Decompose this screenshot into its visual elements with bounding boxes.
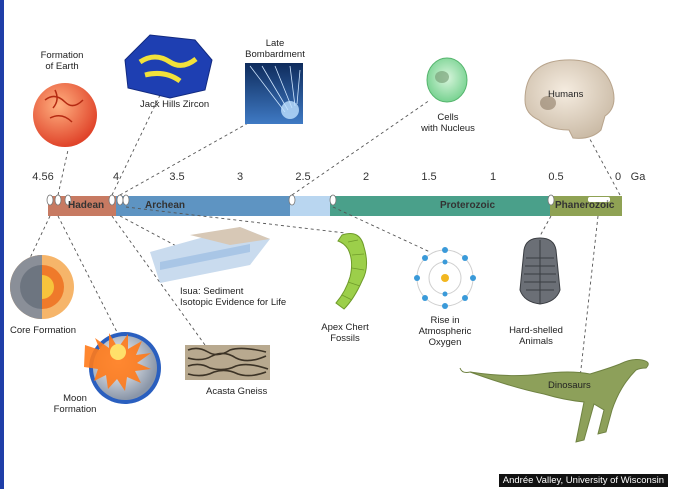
label-formation-of-earth: Formation of Earth <box>40 50 84 72</box>
apex-chert-fossil-image <box>335 233 368 310</box>
label-apex-chert: Apex Chert Fossils <box>321 322 369 344</box>
unit-label: Ga <box>630 171 646 183</box>
era-label-hadean: Hadean <box>68 200 105 211</box>
oxygen-atom-image <box>414 247 476 309</box>
formation-of-earth-image <box>33 83 97 147</box>
label-humans: Humans <box>548 89 584 100</box>
tick-label: 0.5 <box>548 171 564 183</box>
label-cells-with-nucleus: Cells with Nucleus <box>421 112 475 134</box>
label-core-formation: Core Formation <box>10 325 76 336</box>
moon-formation-image <box>84 332 161 404</box>
frame-border <box>0 0 4 489</box>
label-moon-formation: Moon Formation <box>53 393 97 415</box>
image-credit: Andrée Valley, University of Wisconsin <box>498 474 668 487</box>
timeline-bar <box>48 196 622 216</box>
label-late-bombardment: Late Bombardment <box>245 38 305 60</box>
tick-label: 0 <box>614 171 622 183</box>
era-gap-bar <box>290 196 330 216</box>
trilobite-image <box>519 237 561 305</box>
tick-label: 1 <box>489 171 497 183</box>
core-formation-image <box>10 255 74 319</box>
tick-label: 4 <box>112 171 120 183</box>
tick-label: 3 <box>236 171 244 183</box>
era-label-proterozoic: Proterozoic <box>440 200 496 211</box>
label-acasta-gneiss: Acasta Gneiss <box>206 386 268 397</box>
label-jack-hills-zircon: Jack Hills Zircon <box>140 99 210 110</box>
tick-label: 1.5 <box>421 171 437 183</box>
label-isua: Isua: Sediment Isotopic Evidence for Lif… <box>180 286 287 308</box>
tick-label: 2.5 <box>295 171 311 183</box>
connectors <box>29 94 621 379</box>
jack-hills-zircon-image <box>124 34 213 99</box>
label-dinosaurs: Dinosaurs <box>548 380 591 391</box>
label-atmospheric-oxygen: Rise in Atmospheric Oxygen <box>418 315 472 348</box>
era-proterozoic-bar <box>330 196 550 216</box>
acasta-gneiss-image <box>185 345 270 380</box>
late-bombardment-image <box>245 63 303 124</box>
human-skull-image <box>524 59 615 139</box>
dinosaur-image <box>459 359 649 443</box>
cell-with-nucleus-image <box>426 57 468 103</box>
label-hard-shelled-animals: Hard-shelled Animals <box>509 325 563 347</box>
tick-label: 4.56 <box>32 171 54 183</box>
era-label-archean: Archean <box>145 200 186 211</box>
tick-label: 3.5 <box>169 171 185 183</box>
era-archean-bar <box>116 196 290 216</box>
era-label-phanerozoic: Phanerozoic <box>555 200 615 211</box>
tick-label: 2 <box>362 171 370 183</box>
isua-sediment-image <box>150 227 270 283</box>
